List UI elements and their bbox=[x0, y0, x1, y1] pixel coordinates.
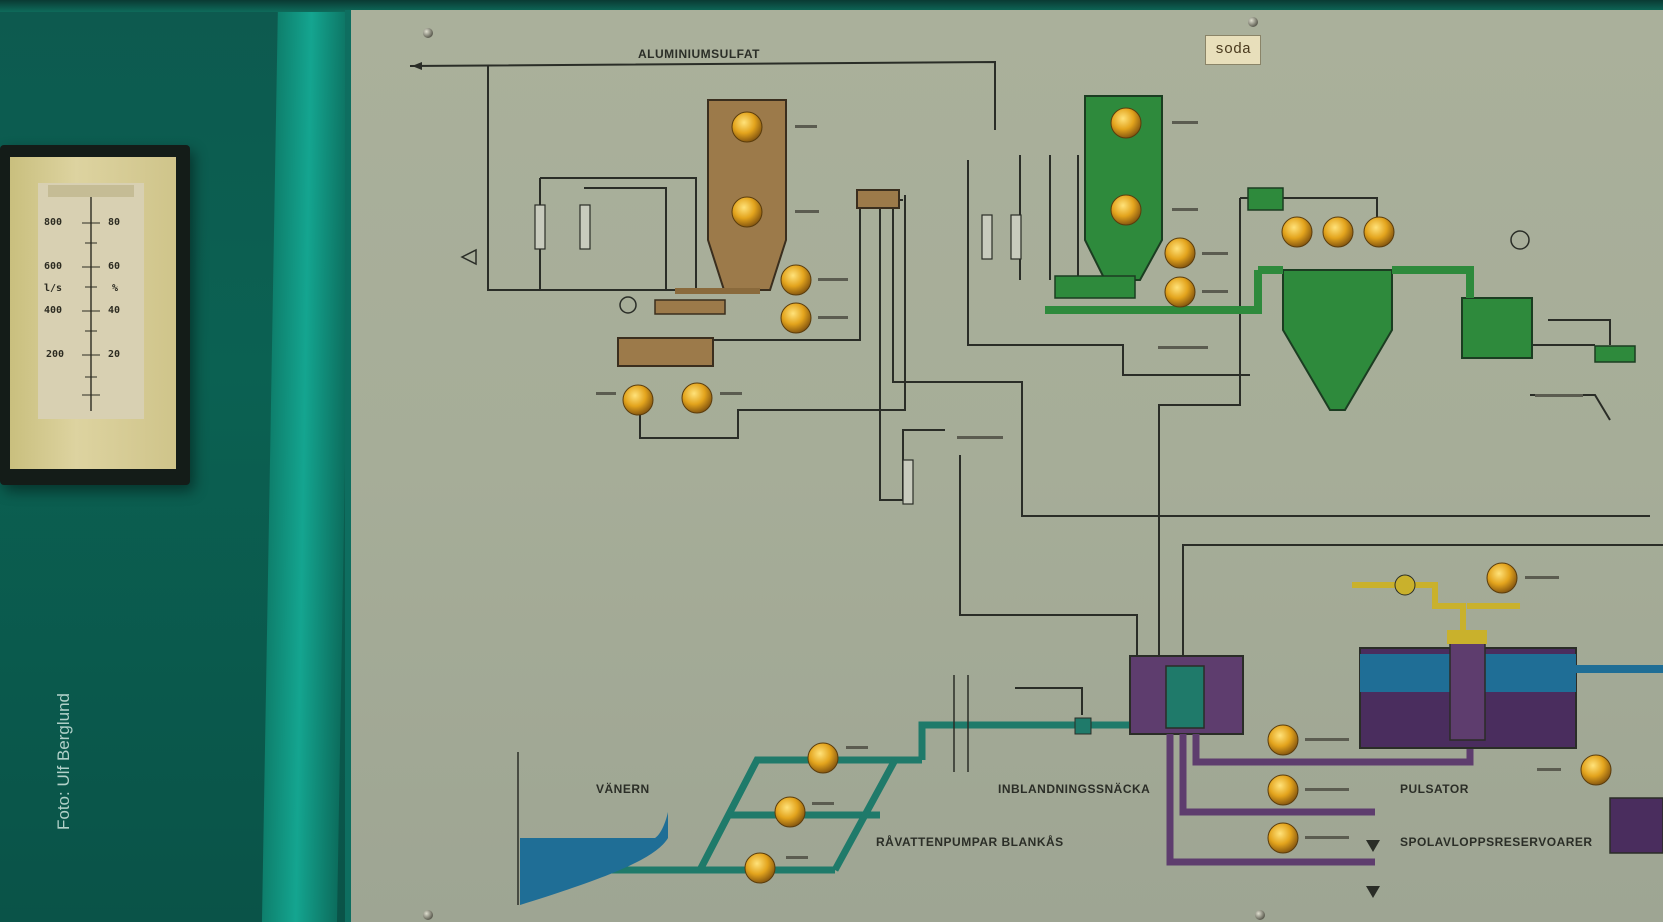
meter-right-label: % bbox=[112, 283, 119, 294]
control-knob[interactable] bbox=[780, 302, 812, 334]
screw-icon bbox=[1255, 910, 1265, 920]
control-knob[interactable] bbox=[731, 111, 763, 143]
meter-left-label: 600 bbox=[44, 261, 63, 272]
green-pipes bbox=[1045, 266, 1474, 314]
label-spolavloppsreservoarer: SPOLAVLOPPSRESERVOARER bbox=[1400, 835, 1593, 849]
label-vanern: VÄNERN bbox=[596, 781, 650, 796]
label-pulsator: PULSATOR bbox=[1400, 782, 1469, 796]
control-knob[interactable] bbox=[1580, 754, 1612, 786]
control-knob[interactable] bbox=[681, 382, 713, 414]
control-knob[interactable] bbox=[774, 796, 806, 828]
control-knob[interactable] bbox=[780, 264, 812, 296]
meter-left-label: 200 bbox=[46, 349, 65, 360]
soda-tank bbox=[1054, 95, 1636, 411]
meter-left-label: 400 bbox=[44, 305, 63, 316]
control-knob[interactable] bbox=[1486, 562, 1518, 594]
screw-icon bbox=[423, 28, 433, 38]
meter-right-label: 40 bbox=[108, 305, 121, 316]
pipe-breaks bbox=[953, 675, 969, 772]
lake-vanern bbox=[520, 812, 668, 905]
label-ravattenpumpar: RÅVATTENPUMPAR BLANKÅS bbox=[876, 834, 1064, 849]
control-knob[interactable] bbox=[1110, 107, 1142, 139]
knob-group bbox=[622, 107, 1612, 884]
control-knob[interactable] bbox=[1281, 216, 1313, 248]
control-knob[interactable] bbox=[1267, 822, 1299, 854]
meter-left-label: 800 bbox=[44, 217, 63, 228]
meter-face: 800 600 l/s 400 200 80 60 % 40 20 bbox=[10, 157, 176, 469]
arrow-icon bbox=[460, 248, 477, 266]
control-knob[interactable] bbox=[731, 196, 763, 228]
control-knob[interactable] bbox=[1164, 276, 1196, 308]
pulsator-tank bbox=[1359, 630, 1663, 854]
screw-icon bbox=[1248, 17, 1258, 27]
label-inblandningssnacka: INBLANDNINGSSNÄCKA bbox=[998, 781, 1150, 796]
meter-right-label: 60 bbox=[108, 261, 121, 272]
gauge-icon bbox=[1510, 230, 1530, 250]
meter-scale: 800 600 l/s 400 200 80 60 % 40 20 bbox=[38, 183, 144, 419]
mimic-panel bbox=[345, 10, 1663, 922]
mixing-chamber bbox=[1129, 655, 1244, 735]
meter-left-label: l/s bbox=[44, 283, 63, 294]
flow-meter: 800 600 l/s 400 200 80 60 % 40 20 bbox=[0, 145, 190, 485]
gauge-icon bbox=[619, 296, 637, 314]
control-knob[interactable] bbox=[1267, 724, 1299, 756]
gas-pipes bbox=[1352, 582, 1520, 632]
control-knob[interactable] bbox=[1363, 216, 1395, 248]
small-annotations bbox=[596, 121, 1583, 859]
alum-tank bbox=[617, 99, 900, 367]
flow-gauges bbox=[534, 204, 1022, 505]
control-knob[interactable] bbox=[622, 384, 654, 416]
control-knob[interactable] bbox=[1322, 216, 1354, 248]
top-rim bbox=[0, 0, 1663, 12]
label-aluminiumsulfat: ALUMINIUMSULFAT bbox=[638, 47, 760, 61]
process-lines bbox=[409, 60, 1663, 715]
screw-icon bbox=[423, 910, 433, 920]
control-knob[interactable] bbox=[1267, 774, 1299, 806]
meter-right-label: 80 bbox=[108, 217, 121, 228]
pump-icon bbox=[1394, 574, 1416, 596]
control-knob[interactable] bbox=[1110, 194, 1142, 226]
arrow-icon bbox=[412, 62, 422, 70]
control-knob[interactable] bbox=[807, 742, 839, 774]
control-knob[interactable] bbox=[1164, 237, 1196, 269]
control-knob[interactable] bbox=[744, 852, 776, 884]
flow-arrows bbox=[1366, 840, 1380, 898]
soda-tag: soda bbox=[1205, 35, 1261, 65]
valve bbox=[1074, 717, 1092, 735]
meter-right-label: 20 bbox=[108, 349, 121, 360]
meter-ticks bbox=[48, 185, 134, 411]
